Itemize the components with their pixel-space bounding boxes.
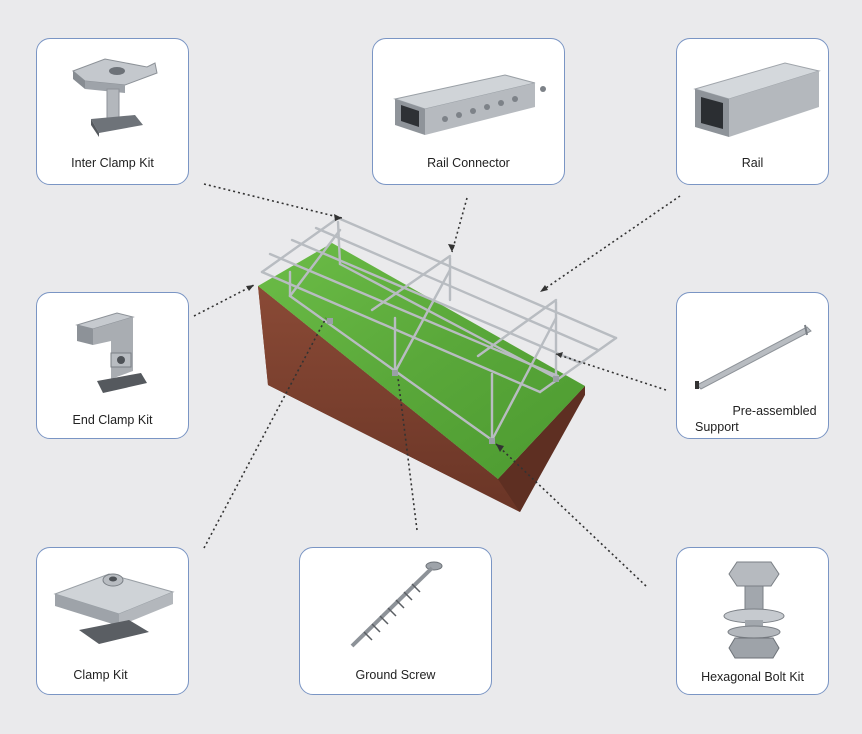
rail-label: Rail: [741, 156, 764, 170]
hexagonal-bolt-kit-icon: [723, 561, 785, 659]
inter-clamp-kit-icon: [72, 58, 158, 137]
clamp-kit-icon: [53, 573, 175, 644]
hexagonal-bolt-kit-label: Hexagonal Bolt Kit: [701, 670, 804, 684]
rail-icon: [693, 62, 821, 137]
card-rail-connector[interactable]: Rail Connector: [372, 38, 565, 185]
card-rail[interactable]: Rail: [676, 38, 829, 185]
pre-assembled-support-label-2: Support: [695, 420, 739, 434]
card-hexagonal-bolt-kit[interactable]: Hexagonal Bolt Kit: [676, 547, 829, 695]
card-clamp-kit[interactable]: Clamp Kit: [36, 547, 189, 695]
pre-assembled-support-icon: [695, 324, 812, 390]
rail-connector-label: Rail Connector: [427, 156, 510, 170]
ground-screw-icon: [350, 561, 443, 648]
card-pre-assembled-support[interactable]: Pre-assembled Support: [676, 292, 829, 439]
card-end-clamp-kit[interactable]: End Clamp Kit: [36, 292, 189, 439]
soil-front-face: [258, 286, 520, 512]
inter-clamp-kit-label: Inter Clamp Kit: [71, 156, 154, 170]
ground-screw-label: Ground Screw: [355, 668, 436, 682]
clamp-kit-label: Clamp Kit: [73, 668, 128, 682]
pre-assembled-support-label-1: Pre-assembled: [732, 404, 817, 418]
mounting-structure: [260, 216, 618, 442]
card-inter-clamp-kit[interactable]: Inter Clamp Kit: [36, 38, 189, 185]
rail-connector-icon: [393, 74, 546, 135]
leader-lines: [193, 183, 681, 587]
soil-right-face: [498, 386, 585, 512]
end-clamp-kit-icon: [75, 312, 147, 393]
card-ground-screw[interactable]: Ground Screw: [299, 547, 492, 695]
end-clamp-kit-label: End Clamp Kit: [72, 413, 153, 427]
